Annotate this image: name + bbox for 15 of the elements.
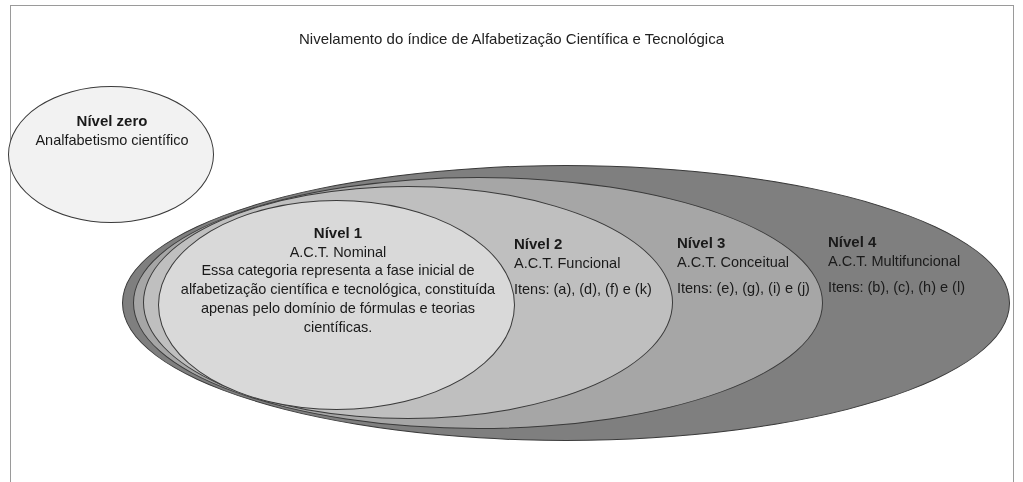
level-name: A.C.T. Conceitual [677, 252, 791, 272]
level-heading: Nível 1 [312, 223, 364, 243]
level-description: Essa categoria representa a fase inicial de alfabetização científica e tecnológica, constituída apenas pelo domínio de fórmulas e teorias científicas. [179, 261, 497, 337]
level-heading: Nível zero [75, 111, 149, 131]
level-name: A.C.T. Nominal [288, 242, 388, 262]
level-name: A.C.T. Funcional [514, 253, 622, 273]
diagram-title: Nivelamento do índice de Alfabetização Científica e Tecnológica [298, 30, 725, 47]
level-heading: Nível 3 [677, 233, 727, 253]
level-name: A.C.T. Multifuncional [828, 251, 962, 271]
level-description: Itens: (b), (c), (h) e (l) [828, 278, 966, 298]
level-description: Itens: (a), (d), (f) e (k) [514, 280, 653, 300]
level-heading: Nível 4 [828, 232, 878, 252]
level-name: Analfabetismo científico [34, 130, 190, 150]
level-description: Itens: (e), (g), (i) e (j) [677, 279, 811, 299]
level-heading: Nível 2 [514, 234, 564, 254]
